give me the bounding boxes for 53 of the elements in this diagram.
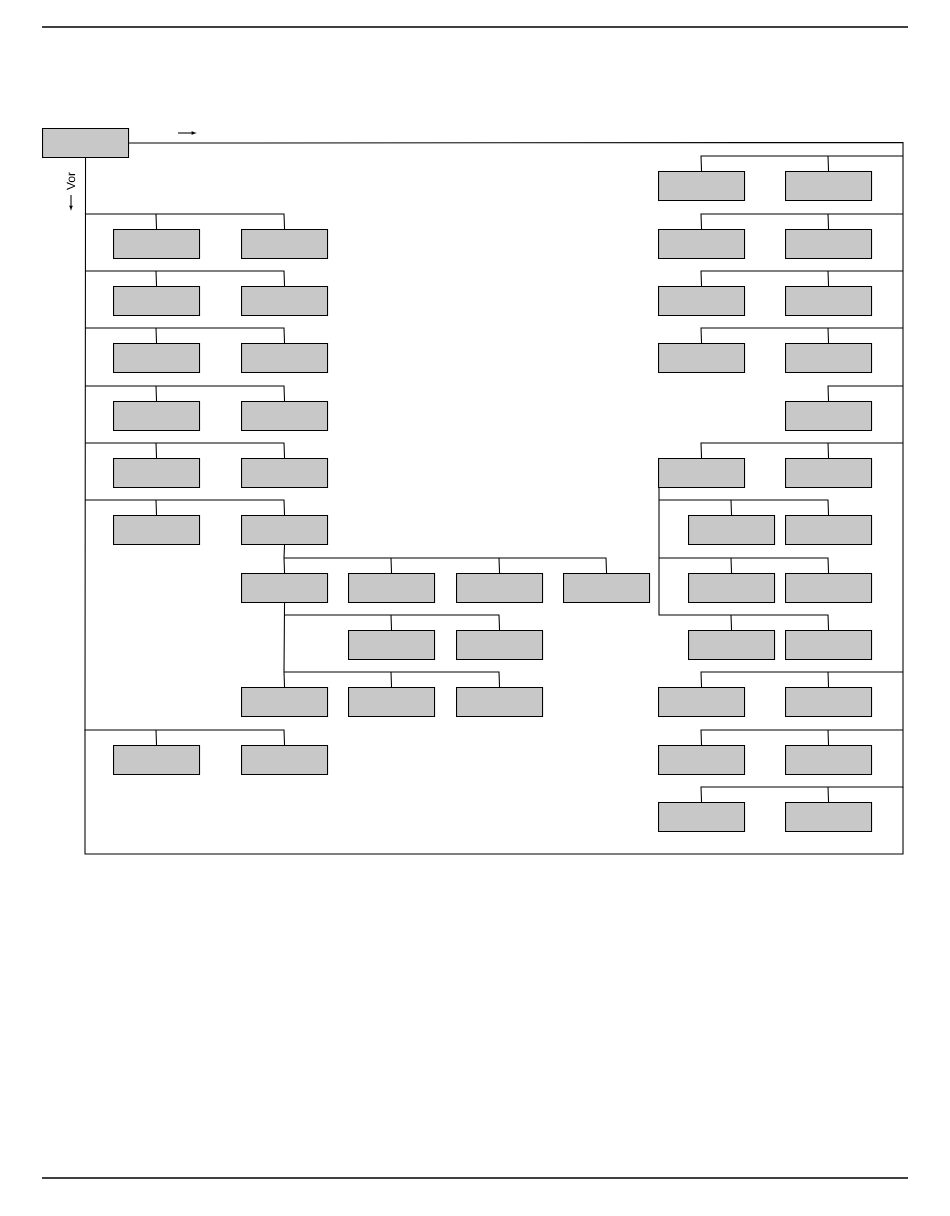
blank-box	[658, 802, 746, 833]
blank-box	[658, 458, 746, 489]
blank-box	[348, 573, 436, 604]
blank-box	[348, 687, 436, 718]
blank-box	[785, 458, 873, 489]
connector-line	[283, 602, 501, 688]
blank-box	[688, 573, 776, 604]
blank-box	[785, 687, 873, 718]
blank-box	[785, 630, 873, 661]
blank-box	[658, 687, 746, 718]
blank-box	[785, 171, 873, 202]
blank-box	[658, 343, 746, 374]
blank-box	[241, 401, 329, 432]
blank-box	[688, 630, 776, 661]
blank-box	[658, 171, 746, 202]
blank-box	[241, 745, 329, 776]
blank-box	[785, 229, 873, 260]
blank-box	[785, 802, 873, 833]
blank-box	[785, 401, 873, 432]
blank-box	[241, 687, 329, 718]
blank-box	[785, 343, 873, 374]
blank-box	[113, 515, 201, 546]
connector-line	[84, 157, 286, 746]
blank-box	[241, 343, 329, 374]
blank-box	[241, 286, 329, 317]
blank-box	[241, 458, 329, 489]
direction-label: Vor	[66, 172, 76, 190]
blank-box	[456, 573, 544, 604]
blank-box	[658, 286, 746, 317]
blank-box	[113, 745, 201, 776]
blank-box	[348, 630, 436, 661]
blank-box	[113, 229, 201, 260]
blank-box	[113, 286, 201, 317]
blank-box	[241, 573, 329, 604]
blank-box	[785, 745, 873, 776]
blank-box	[241, 229, 329, 260]
blank-box	[241, 515, 329, 546]
blank-box	[563, 573, 651, 604]
blank-box	[113, 343, 201, 374]
connector-line	[658, 487, 830, 631]
blank-box	[688, 515, 776, 546]
blank-box	[456, 630, 544, 661]
blank-box	[113, 401, 201, 432]
blank-box	[113, 458, 201, 489]
connector-line	[128, 141, 904, 803]
blank-box	[658, 229, 746, 260]
connector-line	[283, 544, 608, 574]
blank-box	[785, 573, 873, 604]
blank-box	[785, 286, 873, 317]
blank-box	[42, 128, 130, 159]
blank-box	[785, 515, 873, 546]
blank-box	[658, 745, 746, 776]
blank-box	[456, 687, 544, 718]
